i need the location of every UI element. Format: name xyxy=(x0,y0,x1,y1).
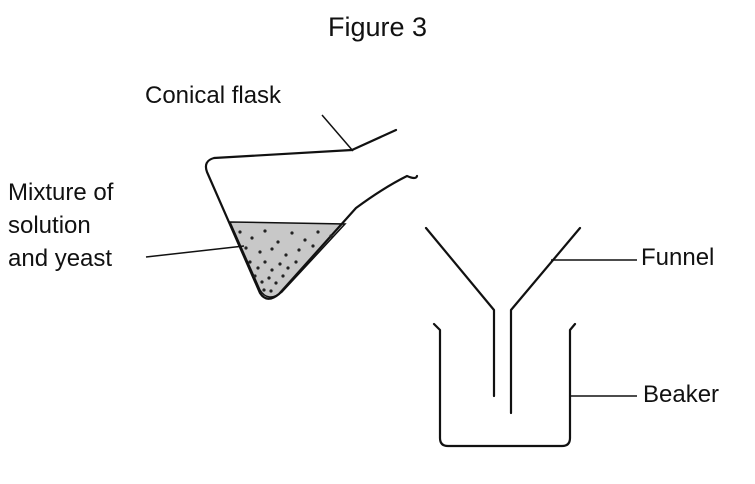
conical-flask xyxy=(204,128,419,300)
mixture-leader-line xyxy=(145,245,245,258)
funnel xyxy=(424,226,582,415)
flask-outline xyxy=(204,128,419,300)
conical-flask-label: Conical flask xyxy=(145,82,282,109)
beaker xyxy=(432,322,577,448)
yeast-particles xyxy=(238,229,333,293)
flask-leader-line xyxy=(321,114,354,152)
leader-lines xyxy=(145,114,637,397)
figure-title: Figure 3 xyxy=(327,12,428,42)
funnel-right-side xyxy=(509,226,582,415)
funnel-left-side xyxy=(424,226,496,398)
mixture-label: Mixture of solution and yeast xyxy=(8,179,114,272)
beaker-label: Beaker xyxy=(643,381,720,408)
funnel-label: Funnel xyxy=(641,244,715,271)
beaker-outline xyxy=(432,322,577,448)
